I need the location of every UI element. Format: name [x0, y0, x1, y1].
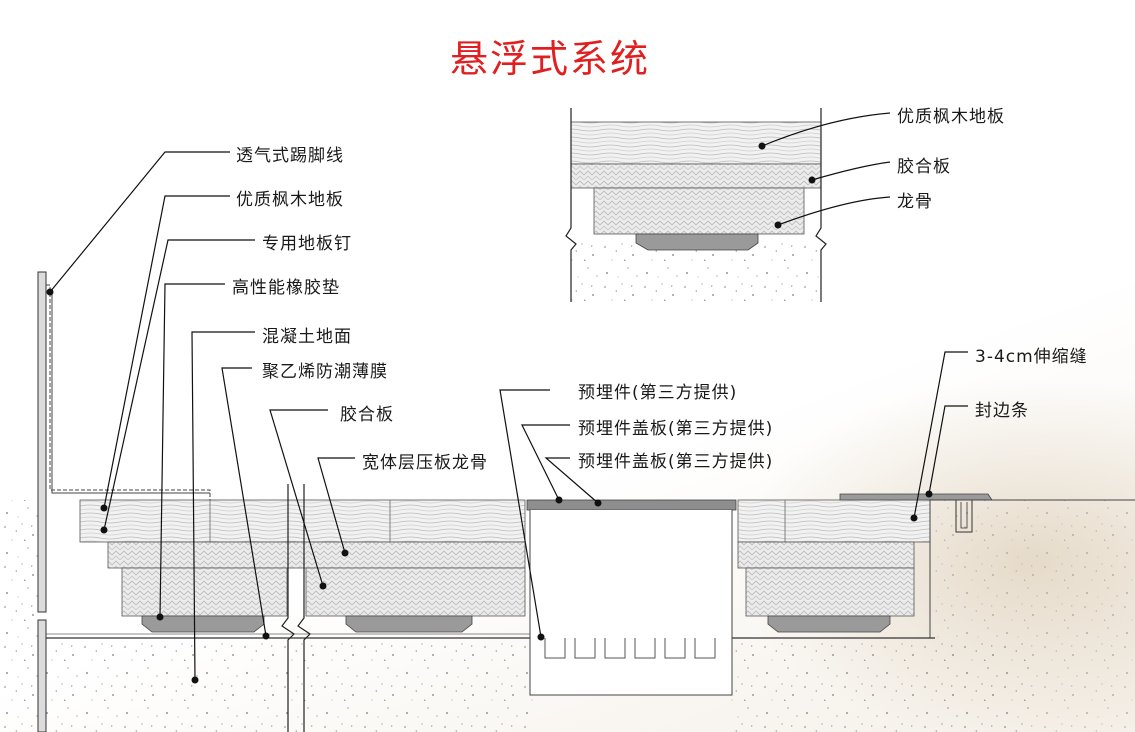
concrete-edge-right — [935, 500, 1135, 732]
label-inset-plywood: 胶合板 — [897, 157, 951, 177]
edge-strip-plate — [839, 493, 993, 501]
baseboard-inner — [51, 292, 210, 494]
leader-dot-rubber-pad — [156, 613, 164, 621]
leader-dot-expansion-joint — [910, 514, 918, 522]
rubber-pad-right — [767, 615, 891, 633]
keel-middle — [305, 567, 526, 617]
keel-right — [745, 567, 915, 617]
wall-panel-lower — [37, 619, 47, 732]
expansion-joint-u — [955, 500, 973, 533]
leader-dot-embedded-cover-2 — [594, 499, 602, 507]
leader-dot-pe-film — [262, 632, 270, 640]
leader-maple — [103, 195, 230, 509]
label-embedded-cover-2: 预埋件盖板(第三方提供) — [578, 452, 774, 472]
inset-detail — [565, 108, 891, 302]
label-floor-nail: 专用地板钉 — [262, 234, 352, 254]
break-line-a — [281, 484, 295, 732]
label-pe-film: 聚乙烯防潮薄膜 — [262, 362, 388, 382]
leader-edge-strip — [928, 405, 968, 495]
inset-right-wall-line — [815, 108, 827, 302]
inset-leader-dot-maple — [758, 142, 766, 150]
diagram-title: 悬浮式系统 — [449, 37, 650, 81]
leader-embedded-part — [499, 389, 550, 638]
leader-dot-embedded-cover-1 — [555, 496, 563, 504]
leader-dot-maple — [100, 504, 108, 512]
leader-plywood — [269, 409, 328, 587]
leader-dot-plywood — [319, 582, 327, 590]
leader-dot-keel — [341, 549, 349, 557]
baseboard-profile — [46, 284, 211, 500]
inset-plywood-layer — [570, 163, 822, 189]
leader-keel — [317, 457, 355, 554]
leader-dot-nail — [100, 526, 108, 534]
break-line-b — [297, 484, 311, 732]
label-embedded-cover-1: 预埋件盖板(第三方提供) — [578, 419, 774, 439]
leader-concrete — [191, 331, 255, 681]
expansion-joint-inner — [960, 502, 968, 529]
inset-leader-maple — [761, 112, 891, 147]
inset-leader-keel — [777, 196, 891, 226]
label-rubber-pad: 高性能橡胶垫 — [232, 278, 340, 298]
leader-dot-edge-strip — [925, 490, 933, 498]
inset-maple-board — [570, 121, 822, 165]
plywood-right — [737, 541, 915, 569]
leader-dot-concrete — [191, 676, 199, 684]
main-section — [0, 151, 1135, 732]
keel-left — [121, 567, 288, 617]
wall-panel — [37, 271, 47, 613]
leader-pe-film — [221, 367, 267, 637]
leader-baseboard — [49, 151, 230, 293]
label-baseboard: 透气式踢脚线 — [236, 146, 344, 166]
label-inset-keel: 龙骨 — [897, 192, 933, 212]
concrete-slab-left — [45, 638, 535, 732]
label-maple-floor: 优质枫木地板 — [236, 190, 344, 210]
leader-rubber-pad — [159, 283, 225, 618]
leader-embedded-cover-2 — [544, 457, 599, 504]
leader-nail — [103, 239, 255, 531]
label-expansion-joint: 3-4cm伸缩缝 — [975, 347, 1088, 367]
leader-dot-baseboard — [46, 288, 54, 296]
label-edge-strip: 封边条 — [975, 401, 1029, 421]
inset-left-wall-line — [565, 108, 577, 302]
maple-floor-boards-right — [737, 499, 931, 543]
inset-leader-plywood — [811, 161, 891, 181]
leader-embedded-cover-1 — [521, 424, 570, 501]
inset-leader-dot-keel — [774, 221, 782, 229]
inset-keel-block — [593, 187, 805, 235]
label-embedded-part: 预埋件(第三方提供) — [578, 383, 738, 403]
label-keel: 宽体层压板龙骨 — [362, 453, 488, 473]
rubber-pad-middle — [345, 615, 473, 633]
leader-dot-embedded-part — [537, 633, 545, 641]
maple-floor-boards-left — [79, 499, 526, 543]
embedded-box — [529, 510, 733, 696]
rubber-pad-left — [141, 615, 265, 633]
leader-expansion-joint — [913, 351, 968, 519]
label-plywood: 胶合板 — [340, 405, 394, 425]
inset-leader-dot-plywood — [808, 176, 816, 184]
label-concrete: 混凝土地面 — [262, 327, 352, 347]
embedded-teeth — [544, 638, 716, 659]
inset-rubber-pad — [635, 233, 759, 251]
label-inset-maple-floor: 优质枫木地板 — [897, 107, 1005, 127]
